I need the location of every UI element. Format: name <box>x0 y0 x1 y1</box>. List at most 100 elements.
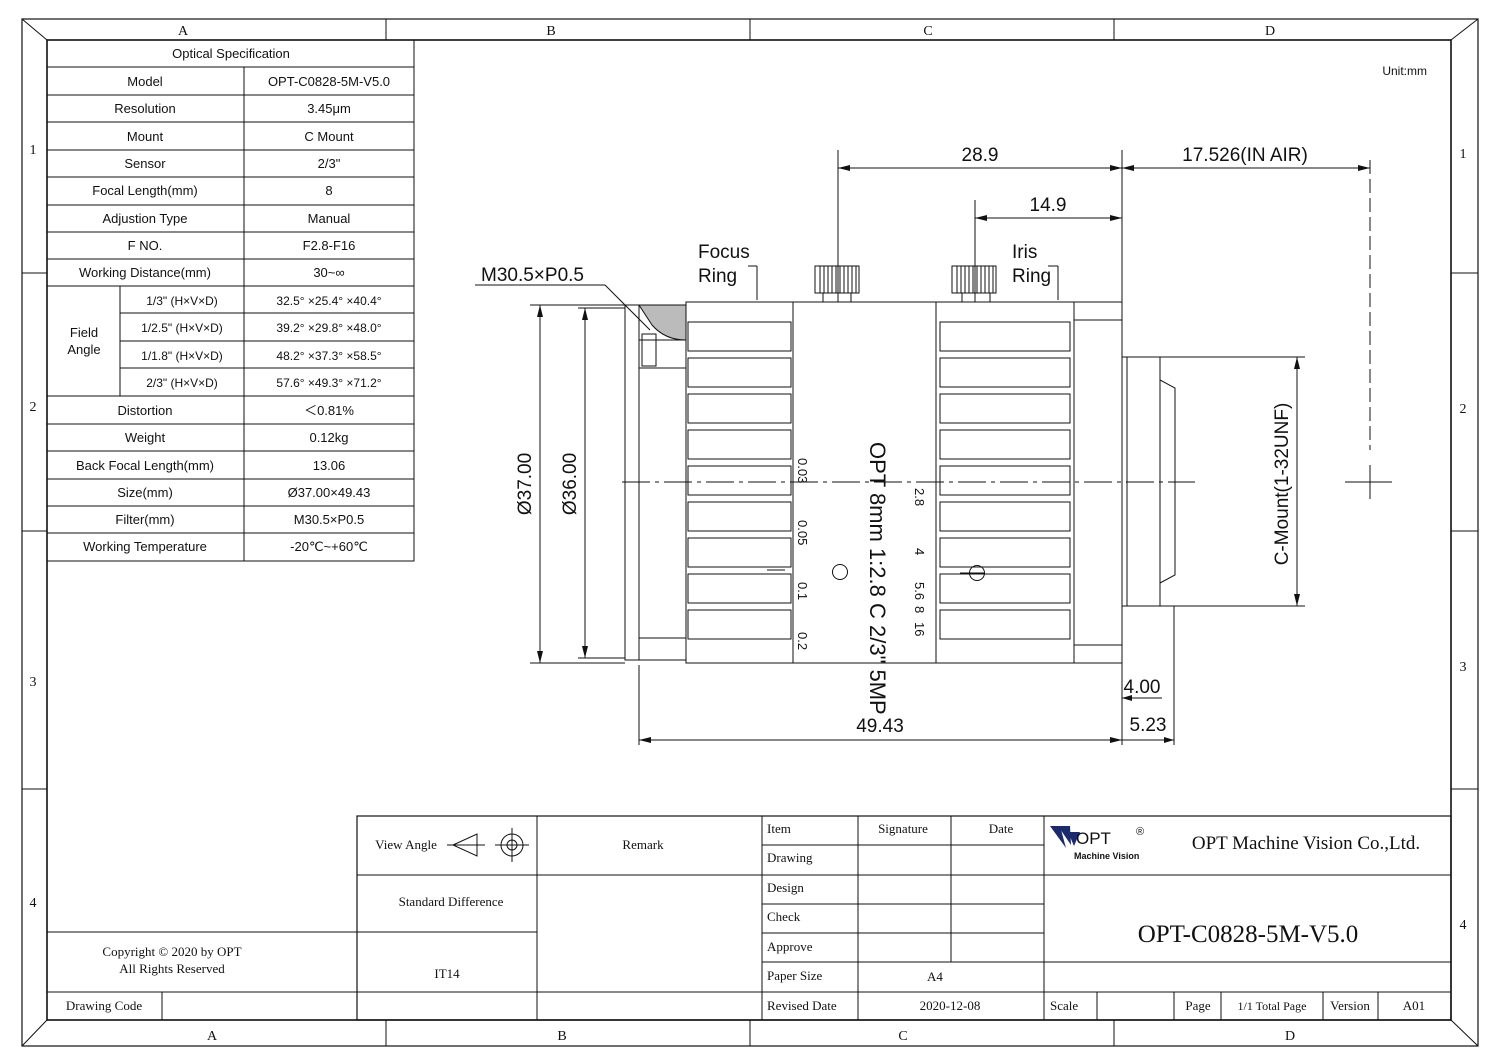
distance-mark-4: 0.2 <box>795 632 810 650</box>
spec-label-size: Size(mm) <box>117 485 173 500</box>
unit-label: Unit:mm <box>1382 64 1427 78</box>
zone-row-1-left: 1 <box>30 143 37 158</box>
item-header: Item <box>767 821 791 836</box>
distance-mark-1: 0.03 <box>795 458 810 483</box>
optical-spec-table <box>46 39 415 562</box>
spec-value-working-temperature: -20℃~+60℃ <box>290 539 368 554</box>
spec-value-resolution: 3.45μm <box>307 101 351 116</box>
tolerance-grade: IT14 <box>434 966 460 981</box>
dimension-5-23: 5.23 <box>1130 715 1167 736</box>
spec-label-distortion: Distortion <box>118 403 173 418</box>
logo-registered-mark: ® <box>1136 826 1144 838</box>
spec-value-filter: M30.5×P0.5 <box>294 512 364 527</box>
dimension-17-526: 17.526(IN AIR) <box>1182 145 1308 166</box>
spec-field-angle-label-1: Field <box>70 325 98 340</box>
iris-ring-grip <box>939 321 1071 640</box>
spec-value-distortion: ＜0.81% <box>304 403 354 418</box>
lens-drawing: OPT 8mm 1:2.8 C 2/3" 5MP 0.03 0.05 0.1 0… <box>622 265 1392 715</box>
zone-row-2-left: 2 <box>30 400 37 415</box>
iris-lock-screw <box>951 265 997 303</box>
spec-label-adjustion-type: Adjustion Type <box>102 211 187 226</box>
spec-field-value-1: 32.5° ×25.4° ×40.4° <box>276 294 381 308</box>
spec-label-back-focal-length: Back Focal Length(mm) <box>76 458 214 473</box>
dimension-dia-36: Ø36.00 <box>560 453 581 515</box>
drawing-row-label: Drawing <box>767 850 813 865</box>
spec-field-sensor-1: 1/3" (H×V×D) <box>146 294 218 308</box>
drawing-code-label: Drawing Code <box>66 998 142 1013</box>
opt-logo-icon <box>1050 826 1080 848</box>
spec-field-value-2: 39.2° ×29.8° ×48.0° <box>276 321 381 335</box>
zone-col-c-bottom: C <box>898 1029 907 1044</box>
date-header: Date <box>989 821 1014 836</box>
spec-label-resolution: Resolution <box>114 101 175 116</box>
spec-value-sensor: 2/3" <box>318 156 341 171</box>
dimension-49-43: 49.43 <box>856 716 904 737</box>
copyright-line-1: Copyright © 2020 by OPT <box>102 944 241 959</box>
spec-label-working-temperature: Working Temperature <box>83 539 207 554</box>
spec-value-adjustion-type: Manual <box>308 211 351 226</box>
zone-col-b-bottom: B <box>557 1029 566 1044</box>
spec-label-mount: Mount <box>127 129 164 144</box>
view-angle-symbol-icon <box>447 828 529 862</box>
zone-col-b-top: B <box>546 24 555 39</box>
spec-value-model: OPT-C0828-5M-V5.0 <box>268 74 390 89</box>
spec-value-size: Ø37.00×49.43 <box>288 485 371 500</box>
remark-label: Remark <box>622 837 664 852</box>
zone-col-d-top: D <box>1265 24 1275 39</box>
standard-difference-label: Standard Difference <box>399 894 504 909</box>
design-row-label: Design <box>767 880 804 895</box>
logo-wordmark: OPT <box>1076 829 1111 848</box>
distance-mark-2: 0.05 <box>795 520 810 545</box>
spec-field-sensor-3: 1/1.8" (H×V×D) <box>141 349 223 363</box>
zone-col-a-bottom: A <box>207 1029 218 1044</box>
version-value: A01 <box>1403 998 1425 1013</box>
page-label: Page <box>1185 998 1211 1013</box>
iris-index-dot <box>969 565 985 581</box>
fstop-mark-3: 5.6 <box>912 582 927 600</box>
zone-row-4-left: 4 <box>30 896 37 911</box>
check-row-label: Check <box>767 909 801 924</box>
zone-col-a-top: A <box>178 24 189 39</box>
dimension-28-9: 28.9 <box>962 145 999 166</box>
spec-value-back-focal-length: 13.06 <box>313 458 346 473</box>
fstop-mark-4: 8 <box>912 606 927 613</box>
spec-label-weight: Weight <box>125 430 166 445</box>
spec-value-weight: 0.12kg <box>309 430 348 445</box>
spec-field-value-4: 57.6° ×49.3° ×71.2° <box>276 376 381 390</box>
dimension-4-00: 4.00 <box>1124 677 1161 698</box>
spec-field-value-3: 48.2° ×37.3° ×58.5° <box>276 349 381 363</box>
logo-subtitle: Machine Vision <box>1074 851 1139 861</box>
spec-label-f-no: F NO. <box>128 238 163 253</box>
spec-value-focal-length: 8 <box>325 183 332 198</box>
c-mount-label: C-Mount(1-32UNF) <box>1272 403 1293 566</box>
spec-value-working-distance: 30~∞ <box>313 265 344 280</box>
spec-label-filter: Filter(mm) <box>115 512 174 527</box>
spec-field-sensor-4: 2/3" (H×V×D) <box>146 376 218 390</box>
spec-label-focal-length: Focal Length(mm) <box>92 183 197 198</box>
view-angle-label: View Angle <box>375 837 437 852</box>
lens-name-marking: OPT 8mm 1:2.8 C 2/3" 5MP <box>865 442 890 715</box>
spec-value-f-no: F2.8-F16 <box>303 238 356 253</box>
focus-ring-label-2: Ring <box>698 266 737 287</box>
fstop-mark-1: 2.8 <box>912 488 927 506</box>
signature-header: Signature <box>878 821 928 836</box>
copyright-line-2: All Rights Reserved <box>119 961 225 976</box>
iris-ring-label-1: Iris <box>1012 242 1037 263</box>
iris-ring-label-2: Ring <box>1012 266 1051 287</box>
scale-label: Scale <box>1050 998 1078 1013</box>
fstop-mark-5: 16 <box>912 622 927 636</box>
zone-row-1-right: 1 <box>1460 147 1467 162</box>
zone-row-3-left: 3 <box>30 675 37 690</box>
zone-row-2-right: 2 <box>1460 402 1467 417</box>
focus-index-dot <box>832 564 848 580</box>
company-name: OPT Machine Vision Co.,Ltd. <box>1192 833 1420 854</box>
spec-field-angle-label-2: Angle <box>67 342 100 357</box>
spec-header: Optical Specification <box>172 46 290 61</box>
dimension-lines <box>475 150 1371 745</box>
paper-size-label: Paper Size <box>767 968 822 983</box>
dimension-14-9: 14.9 <box>1030 195 1067 216</box>
approve-row-label: Approve <box>767 939 813 954</box>
spec-field-sensor-2: 1/2.5" (H×V×D) <box>141 321 223 335</box>
focus-ring-grip <box>687 321 792 640</box>
